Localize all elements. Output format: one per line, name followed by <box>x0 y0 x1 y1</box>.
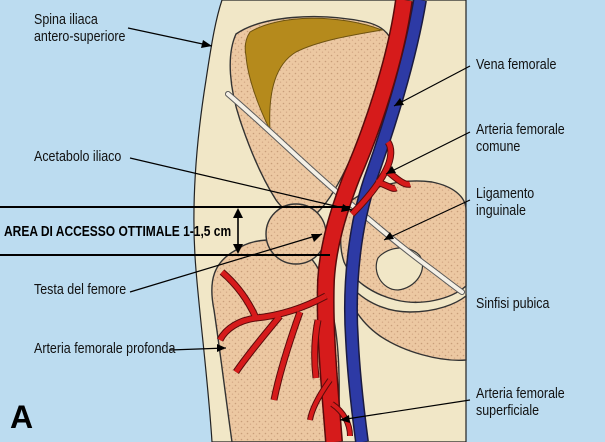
label-arteria-femorale-superficiale-line2: superficiale <box>476 403 540 419</box>
obturator-hole <box>375 247 424 291</box>
access-arrow-bottom <box>233 244 243 254</box>
label-ligamento-inguinale: Ligamento inguinale <box>476 186 534 220</box>
label-spina-iliaca-line1: Spina iliaca <box>34 12 98 28</box>
label-ligamento-inguinale-line2: inguinale <box>476 203 526 219</box>
label-arteria-femorale-comune-line1: Arteria femorale <box>476 122 565 138</box>
label-arteria-femorale-comune-line2: comune <box>476 139 521 155</box>
panel-letter: A <box>10 399 34 435</box>
pubic-ramus-lower <box>345 277 467 361</box>
label-spina-iliaca: Spina iliaca antero-superiore <box>34 12 126 46</box>
label-arteria-femorale-superficiale: Arteria femorale superficiale <box>476 386 565 420</box>
acetabulum <box>244 17 384 131</box>
common-femoral-artery-fill <box>318 0 412 442</box>
label-acetabolo-iliaco: Acetabolo iliaco <box>34 149 122 165</box>
label-arteria-femorale-profonda: Arteria femorale profonda <box>34 341 176 357</box>
leader-lines <box>127 27 471 421</box>
inguinal-ligament-core <box>226 92 464 294</box>
label-area-accesso: AREA DI ACCESSO OTTIMALE 1-1,5 cm <box>4 223 232 240</box>
deep-femoral-artery-fill <box>217 270 328 401</box>
label-vena-femorale: Vena femorale <box>476 57 557 73</box>
label-spina-iliaca-line2: antero-superiore <box>34 29 126 45</box>
label-arteria-femorale-comune: Arteria femorale comune <box>476 122 565 156</box>
label-testa-femore: Testa del femore <box>34 282 127 298</box>
label-arteria-femorale-superficiale-line1: Arteria femorale <box>476 386 565 402</box>
leader-arrowheads <box>201 40 404 423</box>
access-arrow-top <box>233 208 243 218</box>
label-sinfisi-pubica: Sinfisi pubica <box>476 296 550 312</box>
femoral-vein-fill <box>345 0 426 442</box>
label-ligamento-inguinale-line1: Ligamento <box>476 186 535 202</box>
